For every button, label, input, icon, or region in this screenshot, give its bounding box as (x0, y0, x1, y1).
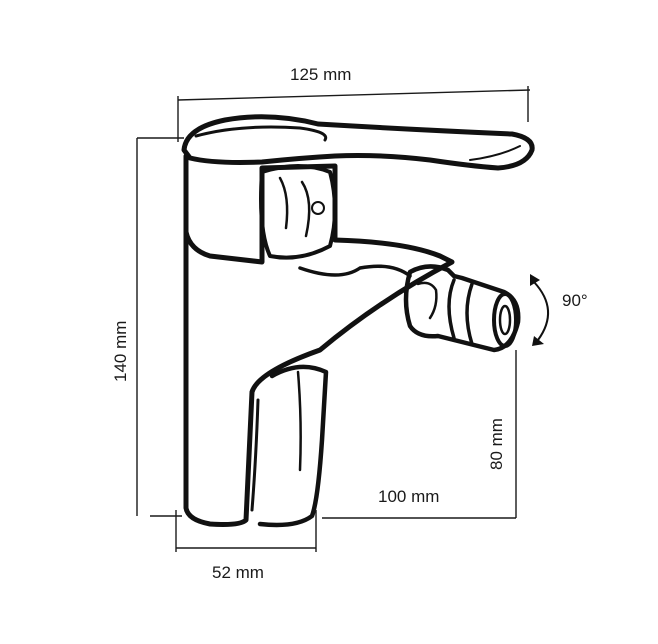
left-height-label: 140 mm (111, 321, 130, 382)
dimension-spout-height: 80 mm (487, 350, 517, 518)
faucet-illustration (181, 114, 535, 528)
cartridge-housing (259, 164, 337, 260)
rotation-arrow-icon (530, 274, 550, 346)
top-width-label: 125 mm (290, 65, 351, 84)
faucet-body (183, 153, 455, 527)
bidet-spout (403, 264, 521, 353)
dimension-top-width: 125 mm (177, 65, 531, 142)
rotation-label: 90° (562, 291, 588, 310)
dimension-spout-reach: 100 mm (322, 487, 516, 519)
dimension-base-width: 52 mm (175, 510, 317, 582)
base-width-label: 52 mm (212, 563, 264, 582)
dimension-left-height: 140 mm (111, 137, 184, 517)
lever-handle (181, 114, 535, 171)
spout-reach-label: 100 mm (378, 487, 439, 506)
spout-height-label: 80 mm (487, 418, 506, 470)
